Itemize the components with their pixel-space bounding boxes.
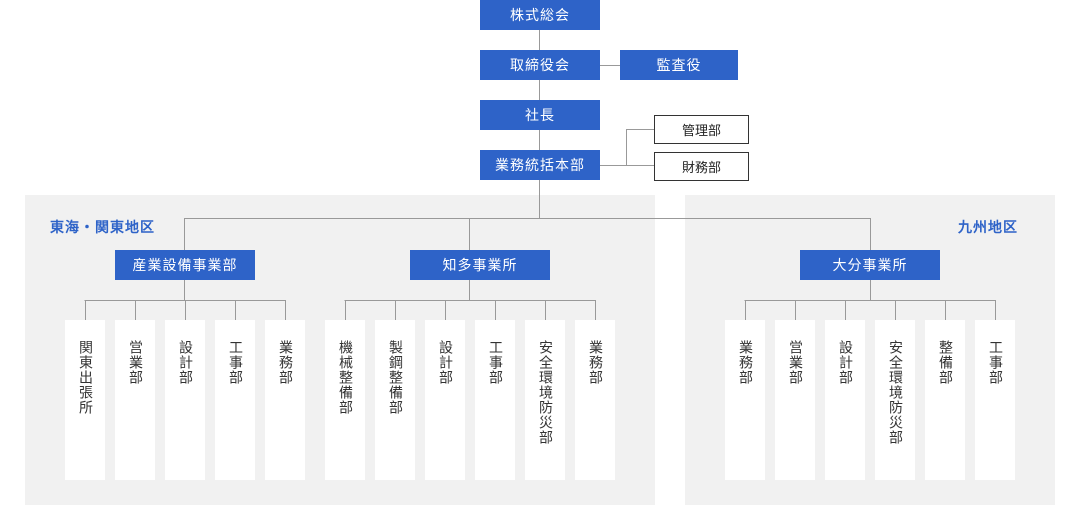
dept-operations: 業務部 xyxy=(725,320,765,480)
dept-label: 営業部 xyxy=(787,340,803,385)
dept-machinery-maintenance: 機械整備部 xyxy=(325,320,365,480)
node-finance-dept: 財務部 xyxy=(654,152,749,181)
dept-design: 設計部 xyxy=(425,320,465,480)
node-management-dept: 管理部 xyxy=(654,115,749,144)
dept-label: 整備部 xyxy=(937,340,953,385)
dept-construction: 工事部 xyxy=(475,320,515,480)
dept-construction: 工事部 xyxy=(975,320,1015,480)
dept-label: 安全環境防災部 xyxy=(537,340,553,445)
dept-maintenance: 整備部 xyxy=(925,320,965,480)
dept-label: 安全環境防災部 xyxy=(887,340,903,445)
dept-steelmaking-maintenance: 製鋼整備部 xyxy=(375,320,415,480)
node-president: 社長 xyxy=(480,100,600,130)
node-oita-office: 大分事業所 xyxy=(800,250,940,280)
dept-label: 設計部 xyxy=(177,340,193,385)
dept-sales: 営業部 xyxy=(775,320,815,480)
dept-safety-environment: 安全環境防災部 xyxy=(525,320,565,480)
dept-label: 工事部 xyxy=(487,340,503,385)
dept-label: 業務部 xyxy=(737,340,753,385)
dept-label: 工事部 xyxy=(987,340,1003,385)
dept-design: 設計部 xyxy=(165,320,205,480)
dept-operations: 業務部 xyxy=(575,320,615,480)
dept-design: 設計部 xyxy=(825,320,865,480)
dept-label: 工事部 xyxy=(227,340,243,385)
dept-safety-environment: 安全環境防災部 xyxy=(875,320,915,480)
dept-label: 関東出張所 xyxy=(77,340,93,415)
dept-sales: 営業部 xyxy=(115,320,155,480)
dept-construction: 工事部 xyxy=(215,320,255,480)
dept-kanto-branch: 関東出張所 xyxy=(65,320,105,480)
dept-label: 業務部 xyxy=(587,340,603,385)
region-label-tokai-kanto: 東海・関東地区 xyxy=(50,220,155,236)
node-auditor: 監査役 xyxy=(620,50,738,80)
node-business-hq: 業務統括本部 xyxy=(480,150,600,180)
dept-label: 営業部 xyxy=(127,340,143,385)
dept-label: 製鋼整備部 xyxy=(387,340,403,415)
node-board-of-directors: 取締役会 xyxy=(480,50,600,80)
dept-label: 設計部 xyxy=(837,340,853,385)
region-label-kyushu: 九州地区 xyxy=(958,220,1018,236)
dept-operations: 業務部 xyxy=(265,320,305,480)
node-shareholders-meeting: 株式総会 xyxy=(480,0,600,30)
dept-label: 業務部 xyxy=(277,340,293,385)
node-chita-office: 知多事業所 xyxy=(410,250,550,280)
node-industrial-equipment-division: 産業設備事業部 xyxy=(115,250,255,280)
dept-label: 設計部 xyxy=(437,340,453,385)
dept-label: 機械整備部 xyxy=(337,340,353,415)
